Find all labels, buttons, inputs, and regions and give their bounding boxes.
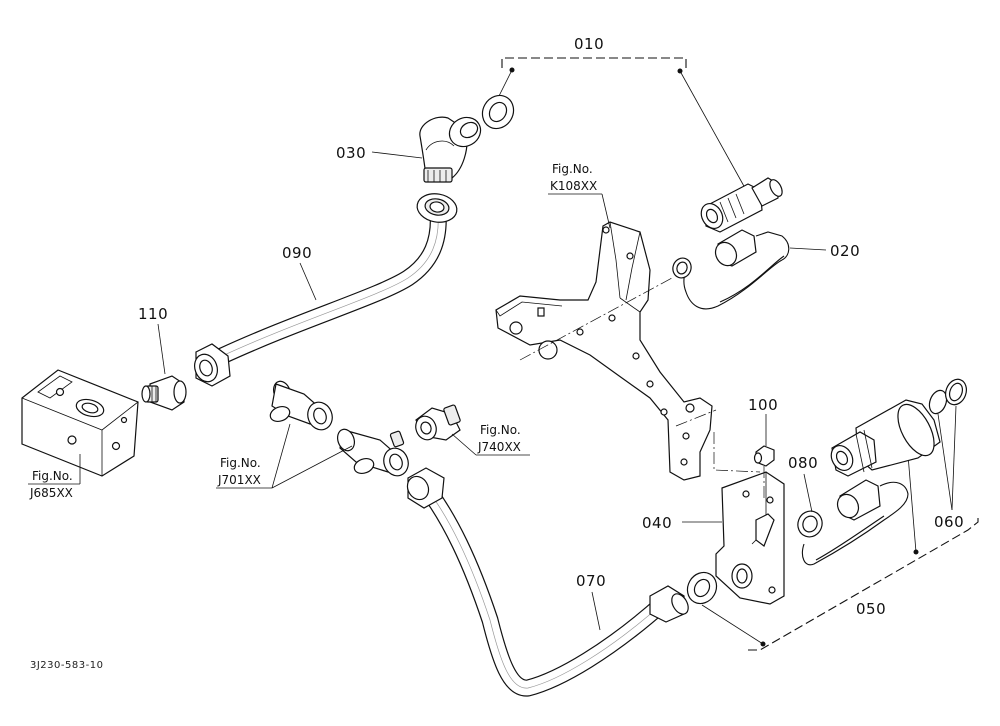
figref-k108[interactable]: Fig.No. K108XX <box>548 162 611 229</box>
o-ring-080 <box>797 510 823 538</box>
figref-k108-line2: K108XX <box>550 179 597 193</box>
o-rings-060 <box>928 378 967 415</box>
leader-090 <box>299 262 317 301</box>
leader-030 <box>371 151 423 159</box>
dust-cap-050 <box>801 479 909 566</box>
label-030[interactable]: 030 <box>336 144 366 162</box>
adapter-j740 <box>415 404 461 441</box>
label-100[interactable]: 100 <box>748 396 778 414</box>
tee-fitting-j701-upper <box>269 380 333 431</box>
figref-j685-line2: J685XX <box>29 486 73 500</box>
elbow-fitting-030 <box>419 116 482 183</box>
label-090[interactable]: 090 <box>282 244 312 262</box>
o-ring-010 <box>481 94 515 130</box>
label-080[interactable]: 080 <box>788 454 818 472</box>
hose-070 <box>406 467 689 697</box>
valve-block-j685 <box>21 369 139 477</box>
label-110[interactable]: 110 <box>138 305 168 323</box>
figref-k108-line1: Fig.No. <box>552 162 593 176</box>
group-010-bracket <box>496 57 746 189</box>
label-040[interactable]: 040 <box>642 514 672 532</box>
mounting-bracket-k108 <box>495 221 761 481</box>
leader-110 <box>157 323 166 375</box>
label-010[interactable]: 010 <box>574 35 604 53</box>
figref-j685-line1: Fig.No. <box>32 469 73 483</box>
adapter-110 <box>141 375 187 411</box>
figref-j740[interactable]: Fig.No. J740XX <box>451 423 530 456</box>
figref-j685[interactable]: Fig.No. J685XX <box>28 454 81 500</box>
dust-cap-020 <box>672 229 790 310</box>
group-050-bracket <box>701 454 979 651</box>
drawing-code: 3J230-583-10 <box>30 660 103 671</box>
leader-060 <box>937 405 957 511</box>
leader-080 <box>803 473 813 513</box>
label-060[interactable]: 060 <box>934 513 964 531</box>
label-020[interactable]: 020 <box>830 242 860 260</box>
bolt-100 <box>753 445 775 498</box>
quick-coupler-050 <box>830 399 941 477</box>
label-050[interactable]: 050 <box>856 600 886 618</box>
nut-070 <box>686 571 718 605</box>
figref-j701-line2: J701XX <box>217 473 261 487</box>
figref-j740-line2: J740XX <box>477 440 521 454</box>
figref-j740-line1: Fig.No. <box>480 423 521 437</box>
figref-j701[interactable]: Fig.No. J701XX <box>216 423 353 489</box>
label-070[interactable]: 070 <box>576 572 606 590</box>
bracket-040 <box>715 471 785 605</box>
figref-j701-line1: Fig.No. <box>220 456 261 470</box>
tee-fitting-j701-lower <box>336 428 409 477</box>
leader-020 <box>789 247 827 251</box>
leader-070 <box>591 591 601 631</box>
quick-coupler-020 <box>700 177 783 233</box>
hose-090 <box>194 193 458 387</box>
